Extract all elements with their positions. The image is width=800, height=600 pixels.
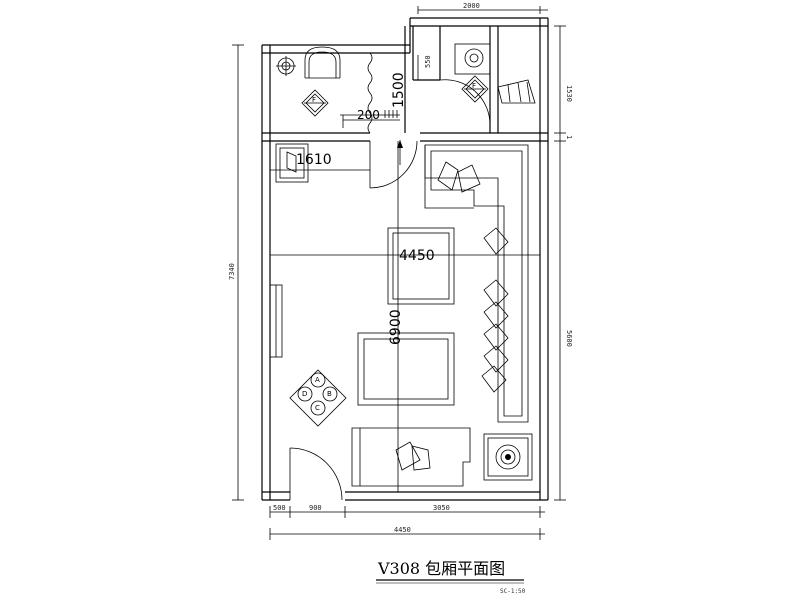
plan-scale: SC-1:50 [500,588,526,595]
fixtures-left [276,46,341,79]
outer-walls [261,17,549,501]
fire-symbol-left: F [301,89,329,117]
dim-top-width: 2000 [463,2,480,10]
dim-niche-width: 1610 [296,152,332,168]
fire-symbol-right: F [461,75,489,103]
fire-label-right: F [472,82,476,90]
bottom-sofa [351,427,471,487]
tv-cabinet [269,284,283,358]
dim-center-width: 4450 [399,248,435,264]
doors [289,79,491,501]
hydrant-legend: A B C D [289,369,347,427]
symbol-d: D [302,390,307,398]
tables [357,227,455,406]
symbol-b: B [327,390,332,398]
dim-passage-width: 1500 [391,72,407,108]
niche-cabinet [275,143,309,183]
dim-bottom-b: 900 [309,504,322,512]
plan-title: V308 包厢平面图 [377,559,505,578]
dim-center-height: 6900 [388,309,404,345]
dim-bottom-total: 4450 [394,526,411,534]
symbol-c: C [315,404,320,412]
dim-right-gap: 1 [565,135,573,139]
symbol-a: A [315,376,320,384]
passage [340,52,403,165]
dim-step-width: 200 [357,108,380,122]
exterior-dimensions [232,6,566,540]
dim-bottom-a: 500 [273,504,286,512]
speaker-unit [483,433,533,481]
center-dimensions [270,53,540,492]
dim-upper-mark: 550 [424,55,432,68]
sofa [424,144,529,423]
dim-right-upper: 1530 [565,85,573,102]
fixtures-right [454,43,536,104]
fire-label-left: F [312,96,316,104]
dim-right-height: 5600 [565,330,573,347]
dim-bottom-c: 3050 [433,504,450,512]
cushions [395,161,509,471]
dim-left-height: 7340 [228,263,236,280]
